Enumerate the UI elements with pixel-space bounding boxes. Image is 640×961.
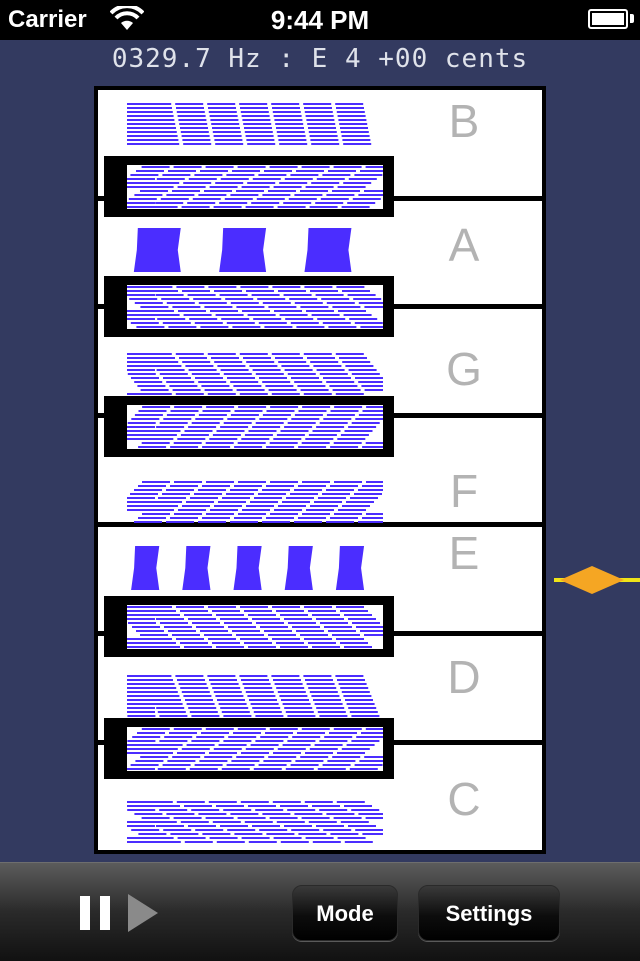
- mode-button[interactable]: Mode: [292, 885, 398, 941]
- waveform-a: [133, 228, 352, 272]
- settings-button[interactable]: Settings: [418, 885, 560, 941]
- battery-tip: [630, 14, 634, 23]
- note-label-b: B: [448, 95, 480, 147]
- waveform-b: [127, 103, 372, 145]
- note-label-g: G: [446, 343, 482, 395]
- frequency-readout: 0329.7 Hz : E 4 +00 cents: [111, 44, 529, 74]
- wifi-icon: [110, 6, 144, 30]
- pitch-marker-icon: [560, 566, 624, 594]
- black-key-c-sharp[interactable]: [104, 718, 394, 779]
- play-icon[interactable]: [128, 894, 158, 932]
- carrier-label: Carrier: [8, 6, 87, 33]
- waveform-c: [127, 801, 383, 843]
- note-label-d: D: [447, 651, 481, 703]
- piano-keyboard: B A G F E D C: [94, 86, 546, 854]
- waveform-g-sharp: [127, 285, 383, 329]
- waveform-d: [127, 675, 380, 717]
- waveform-f: [127, 481, 383, 523]
- note-label-f: F: [449, 465, 479, 517]
- note-label-a: A: [448, 219, 480, 271]
- waveform-a-sharp: [127, 165, 383, 209]
- waveform-f-sharp: [127, 405, 383, 449]
- waveform-g: [127, 353, 383, 395]
- pause-icon[interactable]: [78, 896, 112, 930]
- black-key-g-sharp[interactable]: [104, 276, 394, 337]
- status-bar: Carrier 9:44 PM: [0, 0, 640, 40]
- keyboard-surface: B A G F E D C: [98, 90, 542, 850]
- battery-icon: [588, 9, 628, 29]
- waveform-c-sharp: [127, 727, 383, 771]
- black-key-a-sharp[interactable]: [104, 156, 394, 217]
- status-time: 9:44 PM: [270, 5, 370, 35]
- note-label-e: E: [448, 527, 480, 579]
- key-separator: [98, 522, 542, 527]
- waveform-e: [131, 546, 365, 590]
- note-label-c: C: [447, 773, 481, 825]
- black-key-f-sharp[interactable]: [104, 396, 394, 457]
- waveform-d-sharp: [127, 605, 383, 649]
- black-key-d-sharp[interactable]: [104, 596, 394, 657]
